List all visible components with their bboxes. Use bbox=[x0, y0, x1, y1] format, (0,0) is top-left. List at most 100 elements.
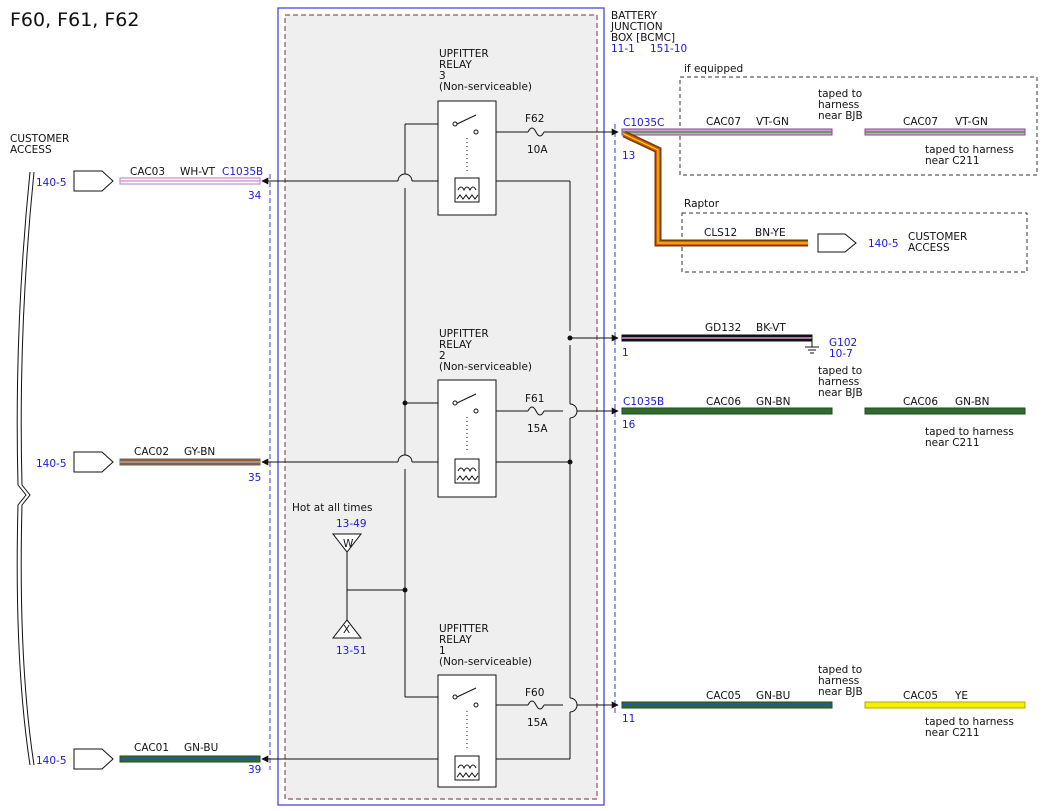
svg-text:near BJB: near BJB bbox=[818, 686, 863, 698]
svg-text:13-51: 13-51 bbox=[336, 645, 367, 657]
fuse-f60: F60 15A bbox=[525, 687, 548, 729]
svg-text:WH-VT: WH-VT bbox=[180, 166, 216, 178]
svg-text:BATTERY: BATTERY bbox=[611, 10, 657, 22]
svg-text:C1035C: C1035C bbox=[623, 117, 664, 129]
svg-text:near C211: near C211 bbox=[925, 727, 980, 739]
svg-text:near BJB: near BJB bbox=[818, 110, 863, 122]
customer-access-left-label: CUSTOMER ACCESS bbox=[10, 133, 69, 156]
circuit-cls12: CLS12 BN-YE 140-5 CUSTOMER ACCESS bbox=[622, 130, 967, 254]
svg-text:34: 34 bbox=[248, 190, 262, 202]
svg-text:CAC01: CAC01 bbox=[134, 742, 169, 754]
svg-text:CAC05: CAC05 bbox=[903, 690, 938, 702]
svg-text:near C211: near C211 bbox=[925, 437, 980, 449]
svg-text:ACCESS: ACCESS bbox=[10, 144, 52, 156]
svg-text:G102: G102 bbox=[829, 337, 857, 349]
svg-text:ACCESS: ACCESS bbox=[908, 242, 950, 254]
svg-text:VT-GN: VT-GN bbox=[955, 116, 988, 128]
svg-text:16: 16 bbox=[622, 419, 636, 431]
svg-text:39: 39 bbox=[248, 764, 261, 776]
diagram-title: F60, F61, F62 bbox=[10, 9, 139, 31]
svg-text:GN-BU: GN-BU bbox=[184, 742, 218, 754]
customer-access-bracket bbox=[20, 171, 35, 766]
svg-text:BOX [BCMC]: BOX [BCMC] bbox=[611, 32, 675, 44]
svg-text:RELAY: RELAY bbox=[439, 59, 472, 71]
internal-wiring bbox=[261, 123, 619, 763]
circuit-cac05: 11 taped to harness near BJB CAC05 GN-BU… bbox=[621, 664, 1026, 739]
hot-at-all-times: Hot at all times 13-49 W X 13-51 bbox=[292, 502, 372, 657]
svg-text:GN-BU: GN-BU bbox=[756, 690, 790, 702]
svg-text:harness: harness bbox=[818, 376, 859, 388]
svg-text:JUNCTION: JUNCTION bbox=[610, 21, 663, 33]
svg-text:GN-BN: GN-BN bbox=[756, 396, 790, 408]
svg-text:(Non-serviceable): (Non-serviceable) bbox=[439, 361, 532, 373]
svg-text:YE: YE bbox=[954, 690, 968, 702]
svg-text:C1035B: C1035B bbox=[222, 166, 263, 178]
svg-text:F61: F61 bbox=[525, 393, 544, 405]
circuit-gd132: 1 GD132 BK-VT G102 10-7 bbox=[621, 322, 857, 360]
svg-text:CAC07: CAC07 bbox=[706, 116, 741, 128]
svg-text:taped to harness: taped to harness bbox=[925, 716, 1014, 728]
svg-text:CLS12: CLS12 bbox=[704, 227, 737, 239]
svg-text:VT-GN: VT-GN bbox=[756, 116, 789, 128]
bjb-label: BATTERY JUNCTION BOX [BCMC] 11-1 151-10 bbox=[610, 10, 687, 55]
fuse-f61: F61 15A bbox=[525, 393, 548, 435]
svg-text:F60: F60 bbox=[525, 687, 544, 699]
svg-text:15A: 15A bbox=[527, 717, 548, 729]
svg-text:RELAY: RELAY bbox=[439, 339, 472, 351]
svg-text:taped to: taped to bbox=[818, 88, 862, 100]
svg-text:13-49: 13-49 bbox=[336, 518, 367, 530]
upfitter-relay-1: UPFITTER RELAY 1 (Non-serviceable) bbox=[437, 623, 532, 788]
svg-text:taped to harness: taped to harness bbox=[925, 426, 1014, 438]
svg-text:CAC06: CAC06 bbox=[903, 396, 938, 408]
svg-text:140-5: 140-5 bbox=[36, 458, 67, 470]
svg-text:X: X bbox=[343, 624, 350, 636]
svg-text:taped to harness: taped to harness bbox=[925, 144, 1014, 156]
svg-text:CUSTOMER: CUSTOMER bbox=[908, 231, 967, 243]
svg-text:W: W bbox=[343, 538, 354, 550]
svg-text:UPFITTER: UPFITTER bbox=[439, 328, 489, 340]
svg-text:151-10: 151-10 bbox=[650, 43, 687, 55]
fuse-f62: F62 10A bbox=[525, 113, 548, 156]
svg-text:CAC06: CAC06 bbox=[706, 396, 741, 408]
svg-text:F62: F62 bbox=[525, 113, 544, 125]
svg-text:GD132: GD132 bbox=[705, 322, 741, 334]
svg-text:harness: harness bbox=[818, 675, 859, 687]
svg-text:RELAY: RELAY bbox=[439, 634, 472, 646]
svg-text:if equipped: if equipped bbox=[684, 63, 743, 75]
svg-text:10-7: 10-7 bbox=[829, 348, 853, 360]
svg-text:1: 1 bbox=[622, 347, 629, 359]
svg-text:CAC03: CAC03 bbox=[130, 166, 165, 178]
svg-text:Hot at all times: Hot at all times bbox=[292, 502, 372, 514]
svg-text:harness: harness bbox=[818, 99, 859, 111]
svg-text:15A: 15A bbox=[527, 423, 548, 435]
svg-text:1: 1 bbox=[439, 645, 446, 657]
svg-text:near C211: near C211 bbox=[925, 155, 980, 167]
svg-text:11-1: 11-1 bbox=[611, 43, 635, 55]
svg-text:BN-YE: BN-YE bbox=[755, 227, 786, 239]
svg-text:CAC05: CAC05 bbox=[706, 690, 741, 702]
svg-text:near BJB: near BJB bbox=[818, 387, 863, 399]
svg-text:Raptor: Raptor bbox=[684, 198, 720, 210]
svg-text:2: 2 bbox=[439, 350, 446, 362]
circuit-cac06: C1035B 16 taped to harness near BJB CAC0… bbox=[621, 365, 1026, 449]
svg-text:140-5: 140-5 bbox=[36, 177, 67, 189]
connector-cac01: 140-5 CAC01 GN-BU 39 bbox=[36, 742, 261, 776]
connector-cac03: 140-5 CAC03 WH-VT C1035B 34 bbox=[36, 166, 263, 202]
svg-text:(Non-serviceable): (Non-serviceable) bbox=[439, 81, 532, 93]
svg-text:taped to: taped to bbox=[818, 664, 862, 676]
svg-text:GN-BN: GN-BN bbox=[955, 396, 989, 408]
svg-text:taped to: taped to bbox=[818, 365, 862, 377]
svg-text:13: 13 bbox=[622, 150, 635, 162]
svg-text:140-5: 140-5 bbox=[36, 755, 67, 767]
svg-text:3: 3 bbox=[439, 70, 446, 82]
svg-text:35: 35 bbox=[248, 472, 261, 484]
connector-cac02: 140-5 CAC02 GY-BN 35 bbox=[36, 446, 261, 484]
svg-text:CAC07: CAC07 bbox=[903, 116, 938, 128]
svg-text:140-5: 140-5 bbox=[868, 238, 899, 250]
svg-text:UPFITTER: UPFITTER bbox=[439, 48, 489, 60]
svg-text:10A: 10A bbox=[527, 144, 548, 156]
svg-text:11: 11 bbox=[622, 713, 635, 725]
svg-text:UPFITTER: UPFITTER bbox=[439, 623, 489, 635]
svg-text:GY-BN: GY-BN bbox=[184, 446, 215, 458]
